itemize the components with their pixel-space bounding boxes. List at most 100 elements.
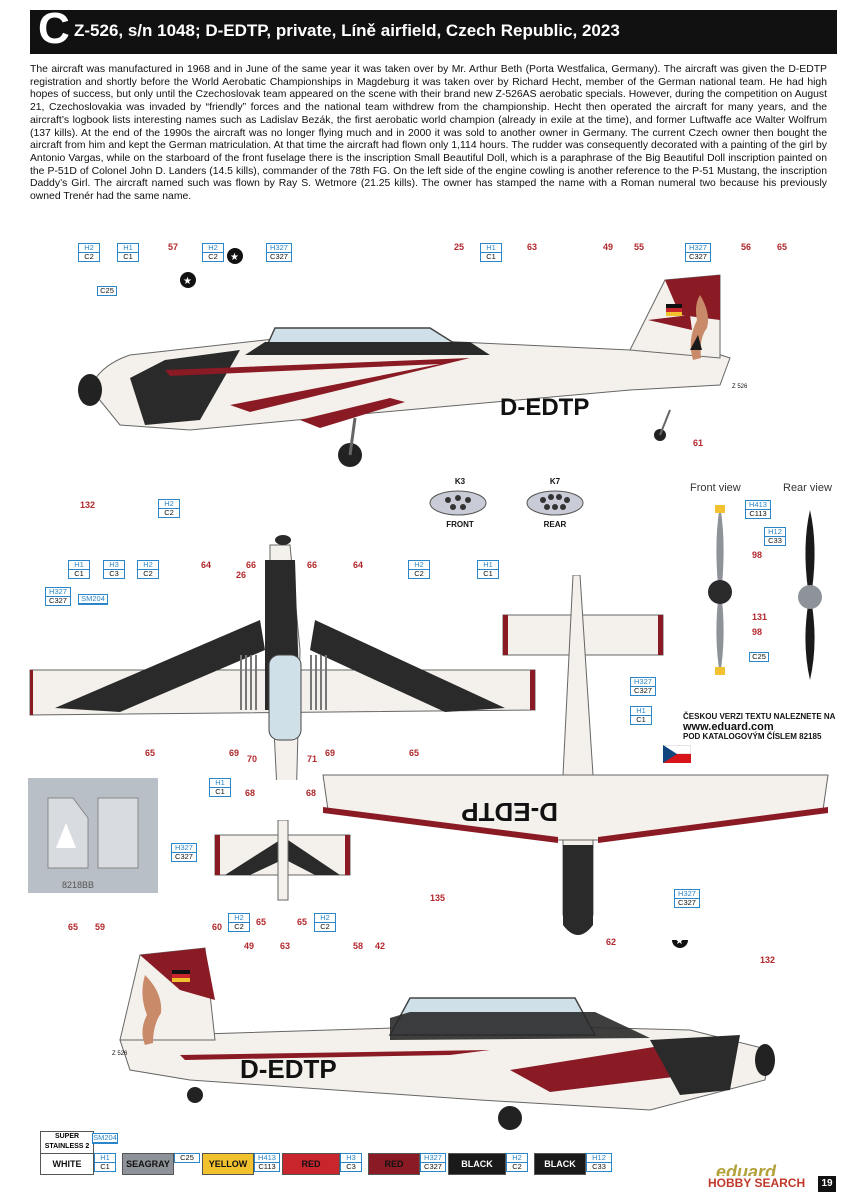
num-65-uw-a: 65 [145, 748, 156, 758]
num-98-a: 98 [752, 550, 763, 560]
num-69-b: 69 [325, 748, 336, 758]
legend-swatch-yellow: YELLOW [202, 1153, 254, 1175]
panel-front-label: FRONT [446, 520, 474, 529]
top-side-view: D-EDTP Z 526 ★ ★ [78, 248, 748, 467]
upper-wing-view [29, 535, 536, 780]
num-25: 25 [454, 242, 465, 252]
canopy-mask [28, 778, 158, 893]
type-marking-top: Z 526 [732, 384, 748, 390]
lower-view: D-EDTP [322, 575, 829, 935]
svg-text:★: ★ [183, 276, 192, 287]
nose-art-text: Small Beautiful Doll [535, 1064, 634, 1078]
watermark: HOBBY SEARCH [706, 1176, 808, 1190]
num-132-top: 132 [80, 500, 96, 510]
type-marking-bottom: Z 526 [112, 1051, 128, 1057]
num-65-tt-a: 65 [256, 917, 267, 927]
registration-lower: D-EDTP [461, 797, 558, 827]
legend-swatch-seagray: SEAGRAY [122, 1153, 174, 1175]
rear-panel-icon [526, 490, 584, 516]
czech-note-url[interactable]: www.eduard.com [683, 721, 774, 733]
num-60: 60 [212, 922, 223, 932]
num-66-a: 66 [246, 560, 257, 570]
num-65-top: 65 [777, 242, 788, 252]
num-70: 70 [247, 754, 258, 764]
legend-swatch-red: RED [282, 1153, 340, 1175]
num-65-tt-b: 65 [297, 917, 308, 927]
num-64-b: 64 [353, 560, 364, 570]
prop-front-title: Front view [690, 482, 741, 494]
num-63-top: 63 [527, 242, 538, 252]
svg-text:★: ★ [230, 252, 239, 263]
num-49-b: 49 [244, 941, 255, 951]
num-57: 57 [168, 242, 179, 252]
registration-top: D-EDTP [500, 394, 589, 421]
svg-text:★: ★ [675, 940, 684, 947]
legend-swatch-white: WHITE [40, 1153, 94, 1175]
num-68-a: 68 [245, 788, 256, 798]
czech-note: ČESKOU VERZI TEXTU NALEZNETE NA www.edua… [683, 712, 843, 742]
mask-code: 8218BB [62, 880, 95, 890]
num-69-a: 69 [229, 748, 240, 758]
num-131: 131 [752, 612, 768, 622]
num-63-b: 63 [280, 941, 291, 951]
front-panel-icon [429, 490, 487, 516]
num-59: 59 [95, 922, 106, 932]
registration-bottom: D-EDTP [240, 1054, 337, 1084]
legend-swatch-black: BLACK [534, 1153, 586, 1175]
num-62: 62 [606, 937, 617, 947]
legend-code-sm204: SM204 [92, 1133, 118, 1144]
prop-rear-title: Rear view [783, 482, 832, 494]
header-bar: C Z-526, s/n 1048; D-EDTP, private, Líně… [30, 4, 837, 54]
panel-rear-label: REAR [543, 520, 567, 529]
description-text: The aircraft was manufactured in 1968 an… [30, 64, 827, 203]
tail-top-view [214, 820, 351, 901]
czech-note-line1: ČESKOU VERZI TEXTU NALEZNETE NA [683, 712, 836, 721]
num-132-b: 132 [760, 955, 776, 965]
legend-swatch-black: BLACK [448, 1153, 506, 1175]
num-42: 42 [375, 941, 386, 951]
code-sm204: SM204 [78, 594, 108, 605]
legend-swatch-red: RED [368, 1153, 420, 1175]
num-26: 26 [236, 570, 247, 580]
num-58: 58 [353, 941, 364, 951]
scheme-letter: C [38, 4, 70, 53]
num-135: 135 [430, 893, 446, 903]
czech-flag-icon [663, 745, 691, 763]
page-number: 19 [818, 1176, 836, 1192]
num-61: 61 [693, 438, 704, 448]
num-66-b: 66 [307, 560, 318, 570]
num-65-uw-b: 65 [409, 748, 420, 758]
legend-super-stainless: SUPER STAINLESS 2 [40, 1131, 94, 1155]
panel-rear-code: K7 [549, 477, 561, 486]
prop-rear-view [798, 510, 822, 680]
panel-front-code: K3 [454, 477, 466, 486]
code-c25-top: C25 [97, 286, 117, 296]
num-64-a: 64 [201, 560, 212, 570]
num-49-top: 49 [603, 242, 614, 252]
code-prop-c25: C25 [749, 652, 769, 662]
scheme-title: Z-526, s/n 1048; D-EDTP, private, Líně a… [74, 21, 620, 40]
czech-note-line3: POD KATALOGOVÝM ČÍSLEM 82185 [683, 732, 822, 741]
num-68-b: 68 [306, 788, 317, 798]
num-65-b: 65 [68, 922, 79, 932]
bottom-side-view: D-EDTP Z 526 Small Beautiful Doll ★ [112, 940, 775, 1130]
